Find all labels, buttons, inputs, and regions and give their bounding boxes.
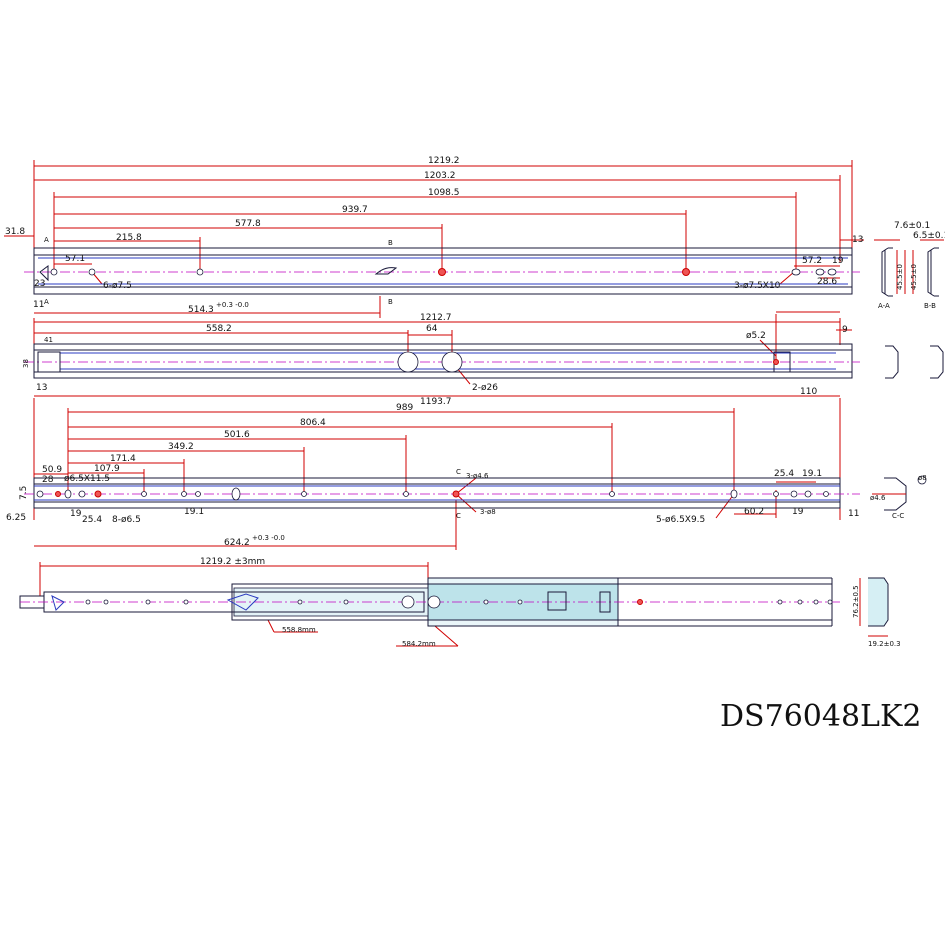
dim-28-6: 28.6 (817, 277, 837, 287)
dim-31-8: 31.8 (5, 227, 25, 237)
dim-584-2mm: 584.2mm (402, 640, 436, 648)
dim-64: 64 (426, 324, 438, 334)
dim-1203-2: 1203.2 (424, 171, 456, 181)
dim-60-2: 60.2 (744, 507, 764, 517)
dim-8-holes-6-5: 8-ø6.5 (112, 515, 141, 525)
tolerance-view3: +0.3 -0.0 (252, 534, 285, 542)
dim-5-slots-6-5x9-5: 5-ø6.5X9.5 (656, 515, 705, 525)
dim-slot-6-5x11-5: ø6.5X11.5 (64, 474, 110, 484)
dim-215-8: 215.8 (116, 233, 142, 243)
section-label-b-b: B-B (924, 302, 936, 310)
dim-41: 41 (44, 336, 53, 344)
dim-57-1: 57.1 (65, 254, 85, 264)
dim-3-holes-4-6: 3-ø4.6 (466, 472, 489, 480)
dim-19: 19 (832, 256, 844, 266)
dim-1219-2-3mm: 1219.2 ±3mm (200, 557, 265, 567)
section-mark-c-bottom: C (456, 512, 461, 520)
section-label-c-c: C-C (892, 512, 904, 520)
dim-1193-7: 1193.7 (420, 397, 452, 407)
dim-11-v3: 11 (848, 509, 859, 519)
dim-7-5: 7.5 (19, 486, 29, 500)
dim-939-7: 939.7 (342, 205, 368, 215)
dim-28: 28 (42, 475, 54, 485)
dim-19-v3: 19 (70, 509, 82, 519)
tolerance-view1: +0.3 -0.0 (216, 301, 249, 309)
dim-110: 110 (800, 387, 817, 397)
section-mark-b-bottom: B (388, 298, 393, 306)
dim-11: 11 (33, 300, 44, 310)
dim-577-8: 577.8 (235, 219, 261, 229)
model-number: DS76048LK2 (720, 699, 921, 734)
dim-1098-5: 1098.5 (428, 188, 460, 198)
dim-25-4-v3-right: 25.4 (774, 469, 794, 479)
dim-9: 9 (842, 325, 848, 335)
dim-hole-8: ø8 (918, 474, 927, 482)
dim-hole-4-6: ø4.6 (870, 494, 886, 502)
dim-107-9: 107.9 (94, 464, 120, 474)
dim-501-6: 501.6 (224, 430, 250, 440)
dim-6-holes-7-5: 6-ø7.5 (103, 281, 132, 291)
dim-3-slots-7-5x10: 3-ø7.5X10 (734, 281, 781, 291)
dim-45-5-a: 45.5±0 (896, 264, 904, 290)
section-mark-b-top: B (388, 239, 393, 247)
dim-6-5: 6.5±0.1 (913, 231, 945, 241)
section-mark-a-top: A (44, 236, 49, 244)
view-3-inner-rail (24, 398, 927, 550)
dim-558-8mm: 558.8mm (282, 626, 316, 634)
dim-23: 23 (34, 279, 45, 289)
dim-989: 989 (396, 403, 413, 413)
dim-6-25: 6.25 (6, 513, 26, 523)
dim-45-5-b: 45.5±0 (910, 264, 918, 290)
section-mark-c-top: C (456, 468, 461, 476)
view-1-outer-rail (4, 160, 944, 318)
dim-19-2: 19.2±0.3 (868, 640, 901, 648)
dim-171-4: 171.4 (110, 454, 136, 464)
dim-13-v2: 13 (36, 383, 47, 393)
dim-3-holes-8: 3-ø8 (480, 508, 496, 516)
view-4-assembly (19, 562, 889, 647)
dim-7-6: 7.6±0.1 (894, 221, 930, 231)
dim-38: 38 (22, 359, 30, 368)
dim-806-4: 806.4 (300, 418, 326, 428)
section-mark-a-bottom: A (44, 298, 49, 306)
view-2-middle-rail (24, 311, 944, 397)
dim-50-9: 50.9 (42, 465, 62, 475)
dim-514-3: 514.3 (188, 305, 214, 315)
dim-19-1-v3-right: 19.1 (802, 469, 822, 479)
dim-19-v3-right: 19 (792, 507, 804, 517)
dim-2-holes-26: 2-ø26 (472, 383, 498, 393)
dim-624-2: 624.2 (224, 538, 250, 548)
dim-1212-7: 1212.7 (420, 313, 452, 323)
dim-76-2: 76.2±0.5 (852, 585, 860, 618)
dim-57-2: 57.2 (802, 256, 822, 266)
section-label-a-a: A-A (878, 302, 890, 310)
dim-hole-5-2: ø5.2 (746, 331, 766, 341)
dim-19-1-v3: 19.1 (184, 507, 204, 517)
dim-349-2: 349.2 (168, 442, 194, 452)
dim-25-4-v3: 25.4 (82, 515, 102, 525)
dim-1219-2: 1219.2 (428, 156, 460, 166)
dim-13: 13 (852, 235, 863, 245)
dim-558-2: 558.2 (206, 324, 232, 334)
